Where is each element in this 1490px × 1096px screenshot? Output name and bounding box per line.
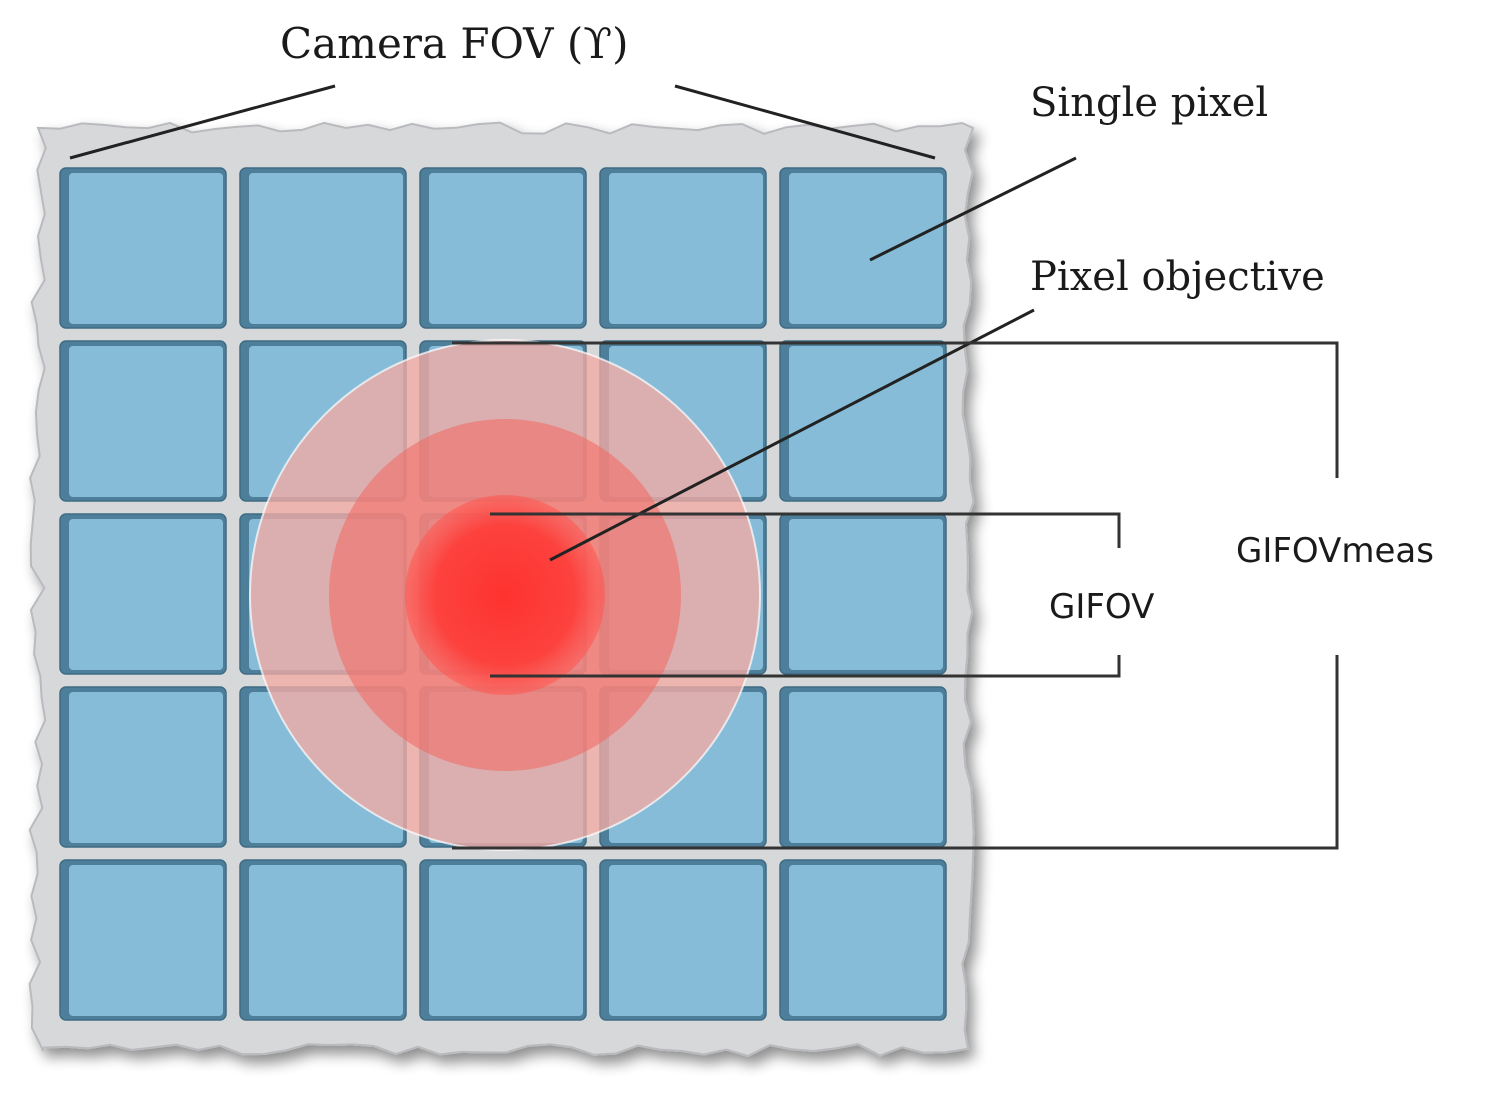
single-pixel-leader xyxy=(869,156,1077,262)
gifov-bracket-top xyxy=(490,512,1121,548)
pixel-face xyxy=(249,865,403,1016)
pixel-outline xyxy=(779,859,947,1021)
light-spot xyxy=(249,339,761,851)
pixel-face xyxy=(429,173,583,324)
pixel-face xyxy=(789,692,943,843)
pixel-face xyxy=(789,519,943,670)
pixel-outline xyxy=(59,513,227,675)
pixel-face xyxy=(789,346,943,497)
pixel-objective-label: Pixel objective xyxy=(1030,254,1325,300)
single-pixel-label: Single pixel xyxy=(1030,80,1268,126)
pixel-r5-c2 xyxy=(239,859,407,1021)
fov-line-left xyxy=(69,84,336,160)
pixel-face xyxy=(429,865,583,1016)
pixel-face xyxy=(789,865,943,1016)
pixel-outline xyxy=(779,167,947,329)
pixel-face xyxy=(609,865,763,1016)
pixel-r3-c5 xyxy=(779,513,947,675)
pixel-outline xyxy=(59,859,227,1021)
pixel-face xyxy=(789,173,943,324)
pixel-r3-c1 xyxy=(59,513,227,675)
pixel-r1-c4 xyxy=(599,167,767,329)
pixel-face xyxy=(609,173,763,324)
pixel-outline xyxy=(59,167,227,329)
pixel-outline xyxy=(599,167,767,329)
pixel-outline xyxy=(239,859,407,1021)
gifov-meas-bracket-bottom xyxy=(452,655,1339,850)
pixel-face xyxy=(69,519,223,670)
pixel-face xyxy=(69,692,223,843)
pixel-r5-c5 xyxy=(779,859,947,1021)
spot-inner-core xyxy=(405,495,605,695)
pixel-face xyxy=(249,173,403,324)
pixel-outline xyxy=(419,167,587,329)
gifov-meas-bracket xyxy=(452,341,1339,850)
pixel-face xyxy=(69,346,223,497)
gifov-label: GIFOV xyxy=(1049,587,1154,627)
pixel-outline xyxy=(419,859,587,1021)
pixel-r4-c5 xyxy=(779,686,947,848)
gifov-bracket xyxy=(490,512,1121,678)
pixel-face xyxy=(69,865,223,1016)
pixel-outline xyxy=(599,859,767,1021)
pixel-r1-c5 xyxy=(779,167,947,329)
gifov-meas-label: GIFOVmeas xyxy=(1236,531,1434,571)
gifov-bracket-bottom xyxy=(490,655,1121,678)
pixel-outline xyxy=(239,167,407,329)
pixel-r5-c1 xyxy=(59,859,227,1021)
pixel-r5-c4 xyxy=(599,859,767,1021)
pixel-outline xyxy=(779,340,947,502)
pixel-r4-c1 xyxy=(59,686,227,848)
pixel-r1-c1 xyxy=(59,167,227,329)
pixel-face xyxy=(69,173,223,324)
pixel-r5-c3 xyxy=(419,859,587,1021)
pixel-objective-leader xyxy=(549,308,1035,562)
pixel-outline xyxy=(59,686,227,848)
pixel-outline xyxy=(59,340,227,502)
pixel-r1-c2 xyxy=(239,167,407,329)
fov-line-right xyxy=(674,84,936,160)
pixel-r1-c3 xyxy=(419,167,587,329)
gifov-meas-bracket-top xyxy=(452,341,1339,478)
pixel-r2-c1 xyxy=(59,340,227,502)
camera-fov-label: Camera FOV (ϒ) xyxy=(280,19,628,68)
pixel-r2-c5 xyxy=(779,340,947,502)
camera-fov-lines xyxy=(69,84,936,160)
